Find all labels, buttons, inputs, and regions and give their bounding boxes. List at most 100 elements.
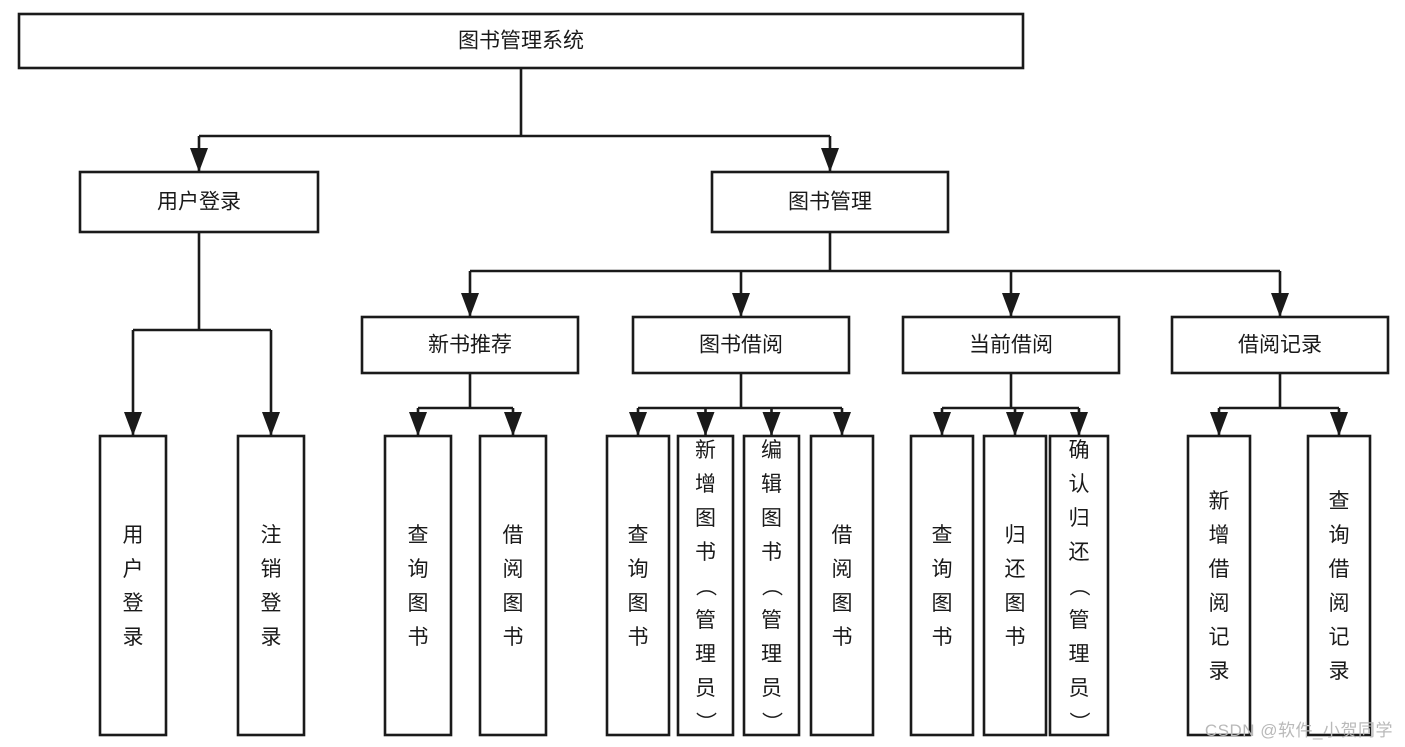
svg-text:书: 书	[932, 626, 953, 649]
svg-text:管: 管	[695, 609, 716, 632]
svg-text:注: 注	[261, 524, 282, 547]
svg-text:书: 书	[832, 626, 853, 649]
svg-text:增: 增	[695, 473, 716, 496]
svg-text:录: 录	[123, 626, 144, 649]
svg-text:录: 录	[1329, 660, 1350, 683]
svg-text:确: 确	[1069, 439, 1090, 462]
svg-text:新: 新	[1209, 490, 1230, 513]
node-box-leaf-query-book-borrow[interactable]	[605, 434, 671, 737]
node-box-leaf-query-book-rec[interactable]	[383, 434, 453, 737]
node-box-leaf-add-book[interactable]	[676, 434, 735, 737]
arrowhead-icon	[124, 412, 142, 436]
svg-text:图: 图	[503, 592, 524, 615]
node-box-book-borrow[interactable]	[631, 315, 851, 375]
arrowhead-icon	[833, 412, 851, 436]
svg-text:）: ）	[1067, 711, 1090, 732]
svg-text:新: 新	[695, 439, 716, 462]
svg-text:增: 增	[1209, 524, 1230, 547]
node-box-borrow-record[interactable]	[1170, 315, 1390, 375]
node-layer: 图书管理系统用户登录图书管理新书推荐图书借阅当前借阅借阅记录用户登录注销登录查询…	[17, 12, 1390, 737]
node-box-leaf-logout[interactable]	[236, 434, 306, 737]
svg-text:）: ）	[760, 711, 783, 732]
node-box-leaf-return-book[interactable]	[982, 434, 1048, 737]
svg-text:查: 查	[408, 524, 429, 547]
svg-text:图: 图	[628, 592, 649, 615]
node-box-leaf-confirm-return[interactable]	[1048, 434, 1110, 737]
svg-text:询: 询	[408, 558, 429, 581]
node-box-leaf-edit-book[interactable]	[742, 434, 801, 737]
svg-text:还: 还	[1005, 558, 1026, 581]
svg-text:借: 借	[1209, 558, 1230, 581]
svg-text:管: 管	[1069, 609, 1090, 632]
svg-text:（: （	[694, 575, 717, 596]
svg-text:图: 图	[761, 507, 782, 530]
svg-text:查: 查	[932, 524, 953, 547]
svg-text:借: 借	[503, 524, 524, 547]
arrowhead-icon	[629, 412, 647, 436]
node-box-root[interactable]	[17, 12, 1025, 70]
node-box-user-login[interactable]	[78, 170, 320, 234]
node-label-user-login: 用户登录	[157, 191, 241, 214]
svg-text:询: 询	[628, 558, 649, 581]
svg-text:借: 借	[832, 524, 853, 547]
node-label-root: 图书管理系统	[458, 30, 584, 53]
node-label-leaf-user-login: 用户登录	[123, 524, 144, 649]
arrowhead-icon	[190, 148, 208, 172]
svg-text:）: ）	[694, 711, 717, 732]
arrowhead-icon	[1330, 412, 1348, 436]
node-box-leaf-borrow-book-rec[interactable]	[478, 434, 548, 737]
node-label-borrow-record: 借阅记录	[1238, 334, 1322, 357]
arrowhead-icon	[461, 293, 479, 317]
arrowhead-icon	[504, 412, 522, 436]
arrowhead-icon	[696, 412, 715, 436]
svg-text:理: 理	[695, 643, 716, 666]
node-box-leaf-query-record[interactable]	[1306, 434, 1372, 737]
svg-text:书: 书	[408, 626, 429, 649]
svg-text:书: 书	[695, 541, 716, 564]
node-box-current-borrow[interactable]	[901, 315, 1121, 375]
svg-text:记: 记	[1329, 626, 1350, 649]
svg-text:管: 管	[761, 609, 782, 632]
arrowhead-icon	[821, 148, 839, 172]
svg-text:书: 书	[1005, 626, 1026, 649]
svg-text:借: 借	[1329, 558, 1350, 581]
svg-text:书: 书	[503, 626, 524, 649]
node-label-new-book-recommend: 新书推荐	[428, 334, 512, 357]
node-box-new-book-recommend[interactable]	[360, 315, 580, 375]
svg-text:理: 理	[761, 643, 782, 666]
svg-text:员: 员	[695, 677, 716, 700]
svg-text:图: 图	[1005, 592, 1026, 615]
connector-layer	[124, 68, 1348, 436]
arrowhead-icon	[1210, 412, 1228, 436]
node-box-leaf-query-book-current[interactable]	[909, 434, 975, 737]
node-box-book-manage[interactable]	[710, 170, 950, 234]
svg-text:户: 户	[123, 558, 144, 581]
arrowhead-icon	[933, 412, 951, 436]
svg-text:书: 书	[628, 626, 649, 649]
svg-text:录: 录	[261, 626, 282, 649]
svg-text:阅: 阅	[503, 558, 524, 581]
svg-text:还: 还	[1069, 541, 1090, 564]
node-box-leaf-user-login[interactable]	[98, 434, 168, 737]
svg-text:归: 归	[1005, 524, 1026, 547]
node-box-leaf-borrow-book[interactable]	[809, 434, 875, 737]
svg-text:（: （	[1067, 575, 1090, 596]
svg-text:用: 用	[123, 524, 144, 547]
node-label-book-borrow: 图书借阅	[699, 334, 783, 357]
svg-text:销: 销	[261, 558, 282, 581]
svg-text:图: 图	[695, 507, 716, 530]
svg-text:图: 图	[408, 592, 429, 615]
svg-text:编: 编	[761, 439, 782, 462]
node-box-leaf-add-record[interactable]	[1186, 434, 1252, 737]
arrowhead-icon	[262, 412, 280, 436]
svg-text:阅: 阅	[1209, 592, 1230, 615]
svg-text:查: 查	[1329, 490, 1350, 513]
svg-text:认: 认	[1069, 473, 1090, 496]
